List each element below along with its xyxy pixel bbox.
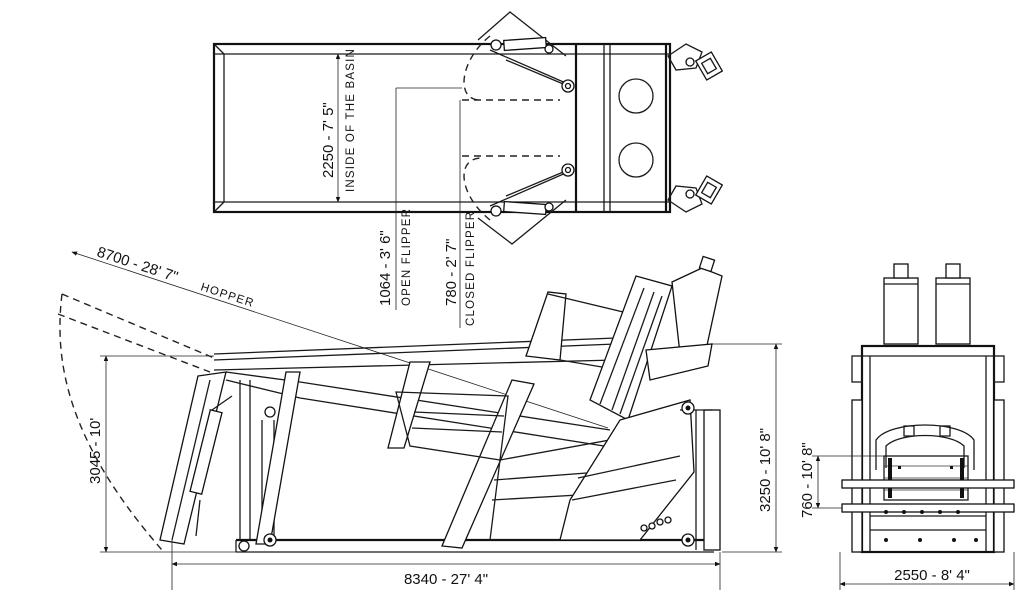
side-view: 8700 - 28' 7" HOPPER [57,244,782,590]
end-view: 760 - 10' 8" 2550 - 8' 4" [799,263,1015,590]
overall-length-dimension: 8340 - 27' 4" [404,571,488,588]
total-height-dimension: 3250 - 10' 8" [757,428,774,512]
engine-cylinder [671,267,723,355]
basin-inside-label: INSIDE OF THE BASIN [345,48,357,192]
hopper-arm-left [159,371,227,545]
hopper-reach-dimension: 8700 - 28' 7" [95,244,180,286]
top-view-frame [212,42,672,214]
top-view: 2250 - 7' 5" INSIDE OF THE BASIN 1064 - … [212,11,724,328]
open-flipper-arc-bottom [463,157,491,221]
top-view-tank-1 [618,78,654,114]
closed-flipper-dimension: 780 - 2' 7" [443,239,460,306]
end-view-tank-right [935,277,971,345]
end-view-grid [883,455,969,501]
end-view-tank-left [883,277,919,345]
open-flipper-label: OPEN FLIPPER [401,208,413,306]
rear-post [703,409,721,551]
side-height-dimension: 3045 - 10' [87,418,104,484]
flipper-plate [525,291,567,361]
top-view-tank-2 [618,142,654,178]
end-inner-height-dimension: 760 - 10' 8" [799,442,816,518]
hopper-label: HOPPER [199,281,256,310]
hopper-cylinder [189,409,223,495]
basin-width-label: 2250 - 7' 5" [320,102,337,178]
open-flipper-dimension: 1064 - 3' 6" [377,230,394,306]
raised-hopper-dashed-bottom [57,313,211,373]
open-flipper-arc-top [463,35,491,101]
tipping-arm [559,399,695,541]
top-view-hinge-bottom [667,175,724,213]
end-width-dimension: 2550 - 8' 4" [894,567,970,584]
raised-hopper-arc [59,293,163,551]
top-view-hinge-top [667,43,724,81]
closed-flipper-label: CLOSED FLIPPER [465,211,477,326]
raised-hopper-dashed-top [61,293,215,359]
